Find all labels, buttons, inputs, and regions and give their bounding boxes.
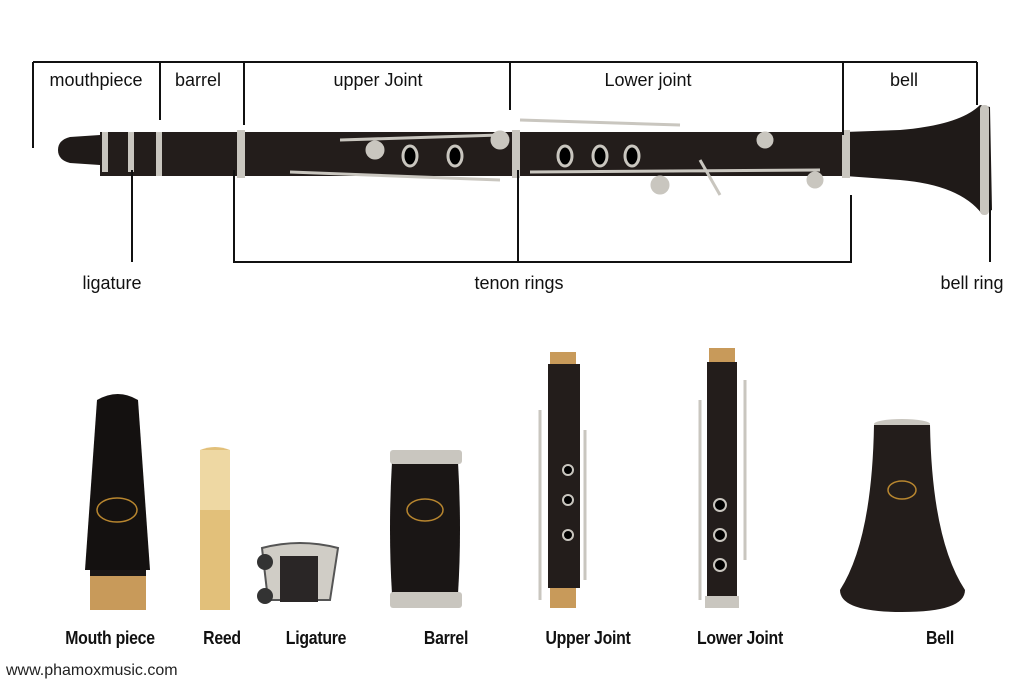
part-bell [840, 419, 965, 612]
label-bell-ring: bell ring [940, 273, 1004, 293]
part-reed [200, 447, 230, 610]
tenon-ring [842, 130, 850, 178]
ligature-band [128, 132, 134, 172]
label-brackets [32, 61, 991, 263]
ligature-band [102, 132, 108, 172]
part-ligature [257, 542, 340, 604]
tenon-ring [156, 132, 162, 176]
bell-shape [845, 105, 992, 214]
part-label-barrel: Barrel [423, 628, 469, 648]
assembled-clarinet [58, 105, 992, 215]
label-ligature: ligature [82, 273, 142, 293]
label-barrel: barrel [174, 70, 222, 90]
part-label-ligature: Ligature [285, 628, 347, 648]
bell-ring-shape [980, 105, 989, 215]
part-barrel [390, 450, 462, 608]
label-lower-joint: Lower joint [604, 70, 692, 90]
keys [289, 118, 824, 196]
label-mouthpiece: mouthpiece [49, 70, 143, 90]
mouthpiece-shape [58, 135, 100, 165]
part-lower-joint [698, 348, 747, 608]
tenon-ring [237, 130, 245, 178]
clarinet-body [100, 132, 845, 176]
part-upper-joint [538, 352, 587, 608]
part-label-bell: Bell [926, 628, 954, 648]
part-label-reed: Reed [203, 628, 241, 648]
part-mouthpiece [85, 394, 150, 610]
label-upper-joint: upper Joint [333, 70, 423, 90]
part-label-lower-joint: Lower Joint [697, 628, 783, 648]
part-label-upper-joint: Upper Joint [545, 628, 631, 648]
label-tenon-rings: tenon rings [474, 273, 564, 293]
watermark: www.phamoxmusic.com [6, 662, 178, 679]
part-label-mouth-piece: Mouth piece [65, 628, 155, 648]
tenon-ring [512, 130, 520, 178]
label-bell: bell [889, 70, 919, 90]
